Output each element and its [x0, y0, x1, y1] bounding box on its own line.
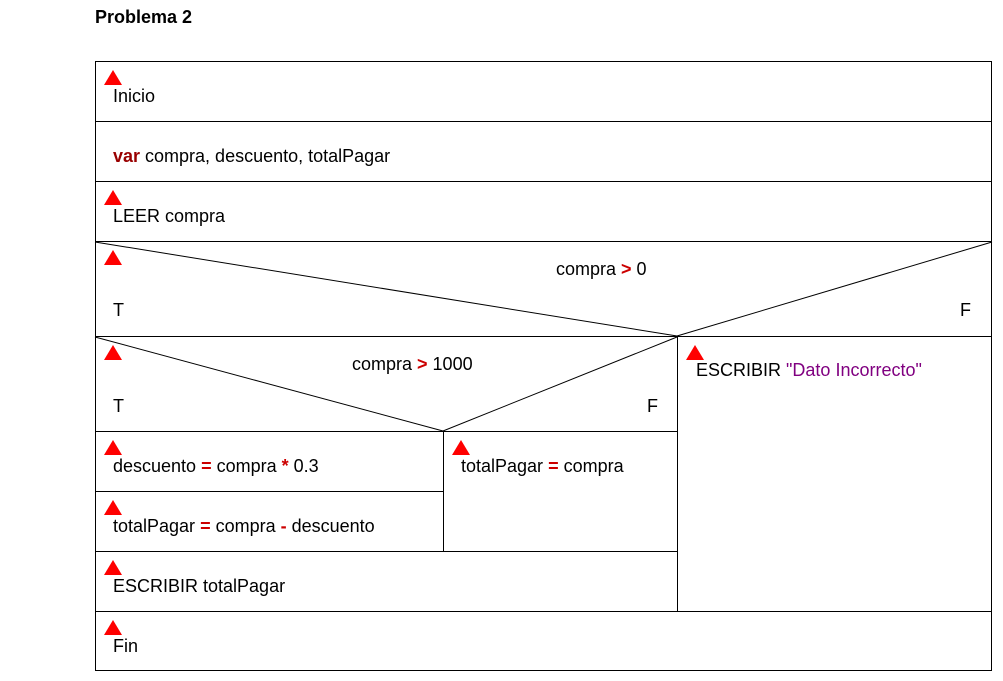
breakpoint-marker-icon[interactable] — [452, 440, 470, 455]
cond2-right: 1000 — [427, 354, 473, 374]
breakpoint-marker-icon[interactable] — [104, 620, 122, 635]
total-if-compra: compra — [210, 516, 281, 536]
breakpoint-marker-icon[interactable] — [104, 250, 122, 265]
descuento-factor: 0.3 — [288, 456, 319, 476]
cond2-diagonal-right — [442, 336, 678, 432]
cond1-diagonal-right — [676, 241, 993, 337]
fin-block: Fin — [113, 636, 139, 656]
cond1-diagonal-left — [94, 241, 678, 337]
cond1-right: 0 — [631, 259, 647, 279]
breakpoint-marker-icon[interactable] — [104, 190, 122, 205]
diagram-frame — [95, 61, 992, 671]
condition-1: compra > 0 — [556, 259, 647, 280]
page-title: Problema 2 — [95, 7, 193, 27]
breakpoint-marker-icon[interactable] — [104, 70, 122, 85]
total-if-minus: - — [280, 516, 287, 536]
var-list: compra, descuento, totalPagar — [140, 146, 391, 166]
descuento-mul: * — [281, 456, 289, 476]
breakpoint-marker-icon[interactable] — [104, 440, 122, 455]
total-else-compra: compra — [558, 456, 624, 476]
escribir-error-prefix: ESCRIBIR — [696, 360, 787, 380]
cond1-false-label: F — [960, 300, 971, 320]
cond2-true-label: T — [113, 396, 124, 416]
escribir-total-block: ESCRIBIR totalPagar — [113, 576, 286, 596]
var-declaration: var compra, descuento, totalPagar — [113, 146, 390, 167]
total-if-assignment: totalPagar = compra - descuento — [113, 516, 375, 537]
cond2-diagonal-left — [94, 336, 444, 432]
escribir-error-block: ESCRIBIR "Dato Incorrecto" — [696, 360, 922, 381]
var-keyword: var — [113, 146, 141, 166]
breakpoint-marker-icon[interactable] — [686, 345, 704, 360]
cond2-false-label: F — [647, 396, 658, 416]
cond1-left: compra — [556, 259, 622, 279]
descuento-compra: compra — [211, 456, 282, 476]
total-else-var: totalPagar — [461, 456, 549, 476]
breakpoint-marker-icon[interactable] — [104, 345, 122, 360]
total-if-var: totalPagar — [113, 516, 201, 536]
total-else-assignment: totalPagar = compra — [461, 456, 624, 477]
descuento-var: descuento — [113, 456, 202, 476]
descuento-eq: = — [201, 456, 212, 476]
condition-2: compra > 1000 — [352, 354, 473, 375]
cond1-true-label: T — [113, 300, 124, 320]
total-if-descuento: descuento — [286, 516, 375, 536]
cond1-operator: > — [621, 259, 632, 279]
total-else-eq: = — [548, 456, 559, 476]
cond2-operator: > — [417, 354, 428, 374]
inicio-block: Inicio — [113, 86, 156, 106]
cond2-left: compra — [352, 354, 418, 374]
escribir-error-string: "Dato Incorrecto" — [786, 360, 922, 380]
descuento-assignment: descuento = compra * 0.3 — [113, 456, 319, 477]
breakpoint-marker-icon[interactable] — [104, 560, 122, 575]
leer-block: LEER compra — [113, 206, 226, 226]
total-if-eq: = — [200, 516, 211, 536]
breakpoint-marker-icon[interactable] — [104, 500, 122, 515]
